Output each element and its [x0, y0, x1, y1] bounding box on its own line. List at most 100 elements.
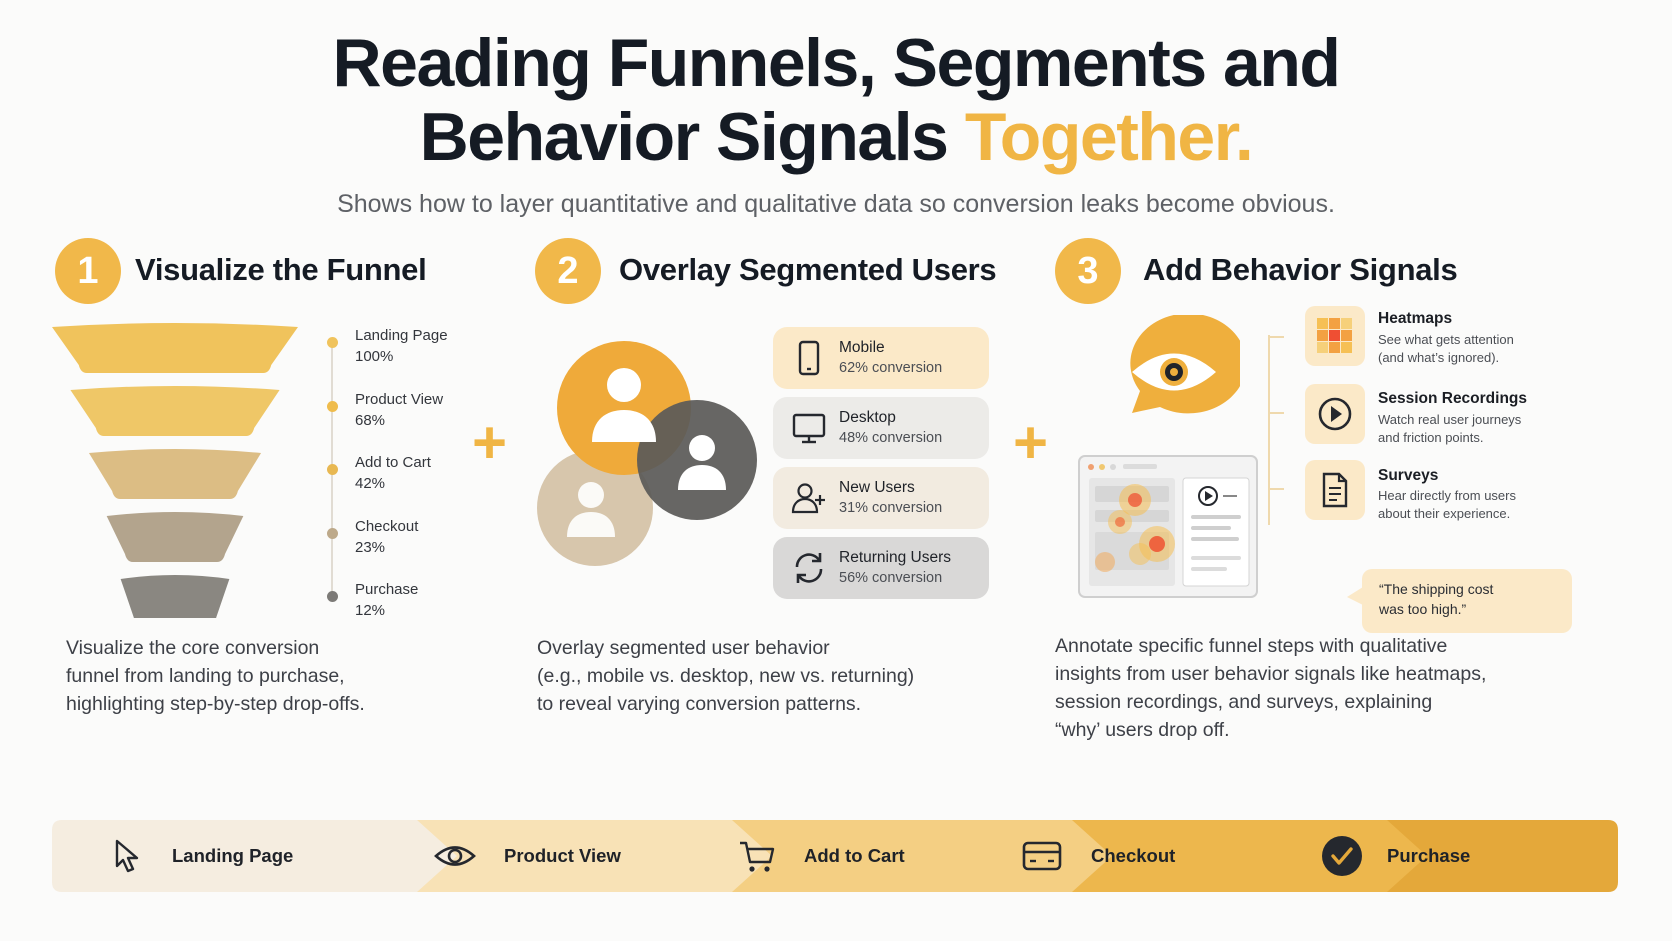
- funnel-step-name: Product View: [355, 390, 444, 408]
- title-accent-text: Together.: [964, 99, 1254, 175]
- title-line-2: Behavior Signals Together.: [0, 100, 1672, 174]
- journey-step-product-view: Product View: [434, 820, 621, 892]
- funnel-step-dot: [327, 400, 338, 412]
- segment-card-mobile: Mobile 62% conversion: [773, 327, 989, 389]
- title-main-text: Behavior Signals: [419, 99, 965, 175]
- signal-name-surveys: Surveys: [1378, 467, 1439, 484]
- funnel-step-label: Purchase 12%: [355, 579, 418, 621]
- segment-conversion: 62% conversion: [839, 360, 943, 376]
- funnel-step-name: Landing Page: [355, 327, 448, 344]
- journey-label: Landing Page: [172, 845, 294, 866]
- add-user-icon: [789, 478, 829, 518]
- plus-icon: +: [472, 409, 508, 476]
- step-1-description: Visualize the core conversion funnel fro…: [66, 634, 365, 718]
- cart-icon: [740, 841, 775, 872]
- funnel-step-label: Product View 68%: [355, 389, 443, 431]
- journey-step-bg: [1387, 820, 1618, 892]
- journey-step-bg: [417, 820, 797, 892]
- journey-label: Add to Cart: [804, 845, 905, 866]
- signal-desc-line: (and what’s ignored).: [1378, 350, 1500, 365]
- funnel-layer: [52, 323, 298, 373]
- funnel-step-dot: [327, 337, 338, 348]
- signal-desc-heatmaps: See what gets attention (and what’s igno…: [1378, 331, 1538, 367]
- segment-name: Returning Users: [839, 549, 951, 566]
- funnel-layer: [88, 449, 262, 499]
- signal-name-heatmaps: Heatmaps: [1378, 310, 1453, 327]
- quote-line: was too high.”: [1379, 601, 1467, 617]
- signal-desc-line: See what gets attention: [1378, 332, 1514, 347]
- funnel-step-name: Purchase: [355, 581, 419, 598]
- step-2-desc-line: Overlay segmented user behavior: [537, 637, 830, 659]
- segment-conversion: 31% conversion: [839, 500, 943, 516]
- desktop-monitor-icon: [789, 408, 829, 448]
- segment-name: Mobile: [839, 339, 885, 356]
- step-3-desc-line: insights from user behavior signals like…: [1055, 663, 1487, 685]
- segment-name: New Users: [839, 479, 915, 496]
- funnel-step-name: Add to Cart: [355, 454, 431, 471]
- heatmap-grid-icon: [1305, 306, 1365, 366]
- journey-bar: [52, 820, 1618, 892]
- journey-label: Product View: [504, 845, 621, 866]
- signal-name-session-recordings: Session Recordings: [1378, 390, 1528, 407]
- step-1-badge: 1: [55, 238, 121, 304]
- signal-desc-surveys: Hear directly from users about their exp…: [1378, 487, 1538, 523]
- signal-desc-line: and friction points.: [1378, 430, 1484, 445]
- journey-step-checkout: Checkout: [1022, 820, 1175, 892]
- signal-desc-line: about their experience.: [1378, 506, 1511, 521]
- funnel-step-dot: [327, 464, 338, 475]
- journey-step-purchase: Purchase: [1321, 820, 1470, 892]
- journey-step-bg: [732, 820, 1137, 892]
- signals-connector-branch: [1270, 412, 1284, 414]
- funnel-step-value: 23%: [355, 538, 386, 556]
- funnel-step-name: Checkout: [355, 517, 419, 535]
- step-3-description: Annotate specific funnel steps with qual…: [1055, 632, 1486, 744]
- segment-card-new-users: New Users 31% conversion: [773, 467, 989, 529]
- step-1-desc-line: funnel from landing to purchase,: [66, 665, 345, 687]
- page-title: Reading Funnels, Segments and Behavior S…: [0, 26, 1672, 174]
- journey-label: Purchase: [1387, 845, 1471, 866]
- step-1-desc-line: highlighting step-by-step drop-offs.: [66, 693, 365, 715]
- quote-bubble-tail: [1347, 587, 1363, 605]
- segment-conversion: 48% conversion: [839, 430, 943, 446]
- journey-step-bg: [1072, 820, 1452, 892]
- user-quote-bubble: “The shipping cost was too high.”: [1362, 569, 1572, 633]
- step-3-desc-line: Annotate specific funnel steps with qual…: [1055, 635, 1448, 657]
- segment-overlap-graphic: [537, 341, 757, 566]
- funnel-layer: [70, 386, 280, 436]
- mobile-phone-icon: [789, 338, 829, 378]
- step-2-desc-line: to reveal varying conversion patterns.: [537, 693, 862, 715]
- user-icon: [678, 435, 726, 490]
- step-3-desc-line: session recordings, and surveys, explain…: [1055, 691, 1433, 713]
- signal-desc-line: Watch real user journeys: [1378, 412, 1522, 427]
- funnel-graphic: [52, 323, 298, 618]
- funnel-step-value: 100%: [355, 348, 394, 365]
- funnel-step-value: 68%: [355, 411, 386, 429]
- signal-desc-session-recordings: Watch real user journeys and friction po…: [1378, 411, 1538, 447]
- refresh-cycle-icon: [789, 548, 829, 588]
- funnel-layer: [120, 575, 230, 618]
- step-3-desc-line: “why’ users drop off.: [1055, 719, 1230, 741]
- step-2-desc-line: (e.g., mobile vs. desktop, new vs. retur…: [537, 665, 915, 687]
- journey-step-bg: [52, 820, 482, 892]
- signal-desc-line: Hear directly from users: [1378, 488, 1516, 503]
- step-3-badge: 3: [1055, 238, 1121, 304]
- credit-card-icon: [1022, 841, 1062, 871]
- journey-label: Checkout: [1091, 845, 1176, 866]
- eye-icon: [434, 846, 476, 866]
- user-icon: [592, 368, 656, 442]
- step-1-desc-line: Visualize the core conversion: [66, 637, 320, 659]
- funnel-step-dot: [327, 527, 338, 539]
- document-icon: [1305, 460, 1365, 520]
- plus-icon: +: [1013, 409, 1049, 476]
- funnel-layer: [106, 512, 244, 562]
- quote-line: “The shipping cost: [1379, 581, 1494, 597]
- step-2-badge: 2: [535, 238, 601, 304]
- journey-step-landing-page: Landing Page: [112, 820, 293, 892]
- signals-connector-line: [1268, 335, 1270, 525]
- funnel-step-value: 12%: [355, 602, 386, 619]
- journey-step-add-to-cart: Add to Cart: [738, 820, 905, 892]
- funnel-layers: [52, 323, 298, 618]
